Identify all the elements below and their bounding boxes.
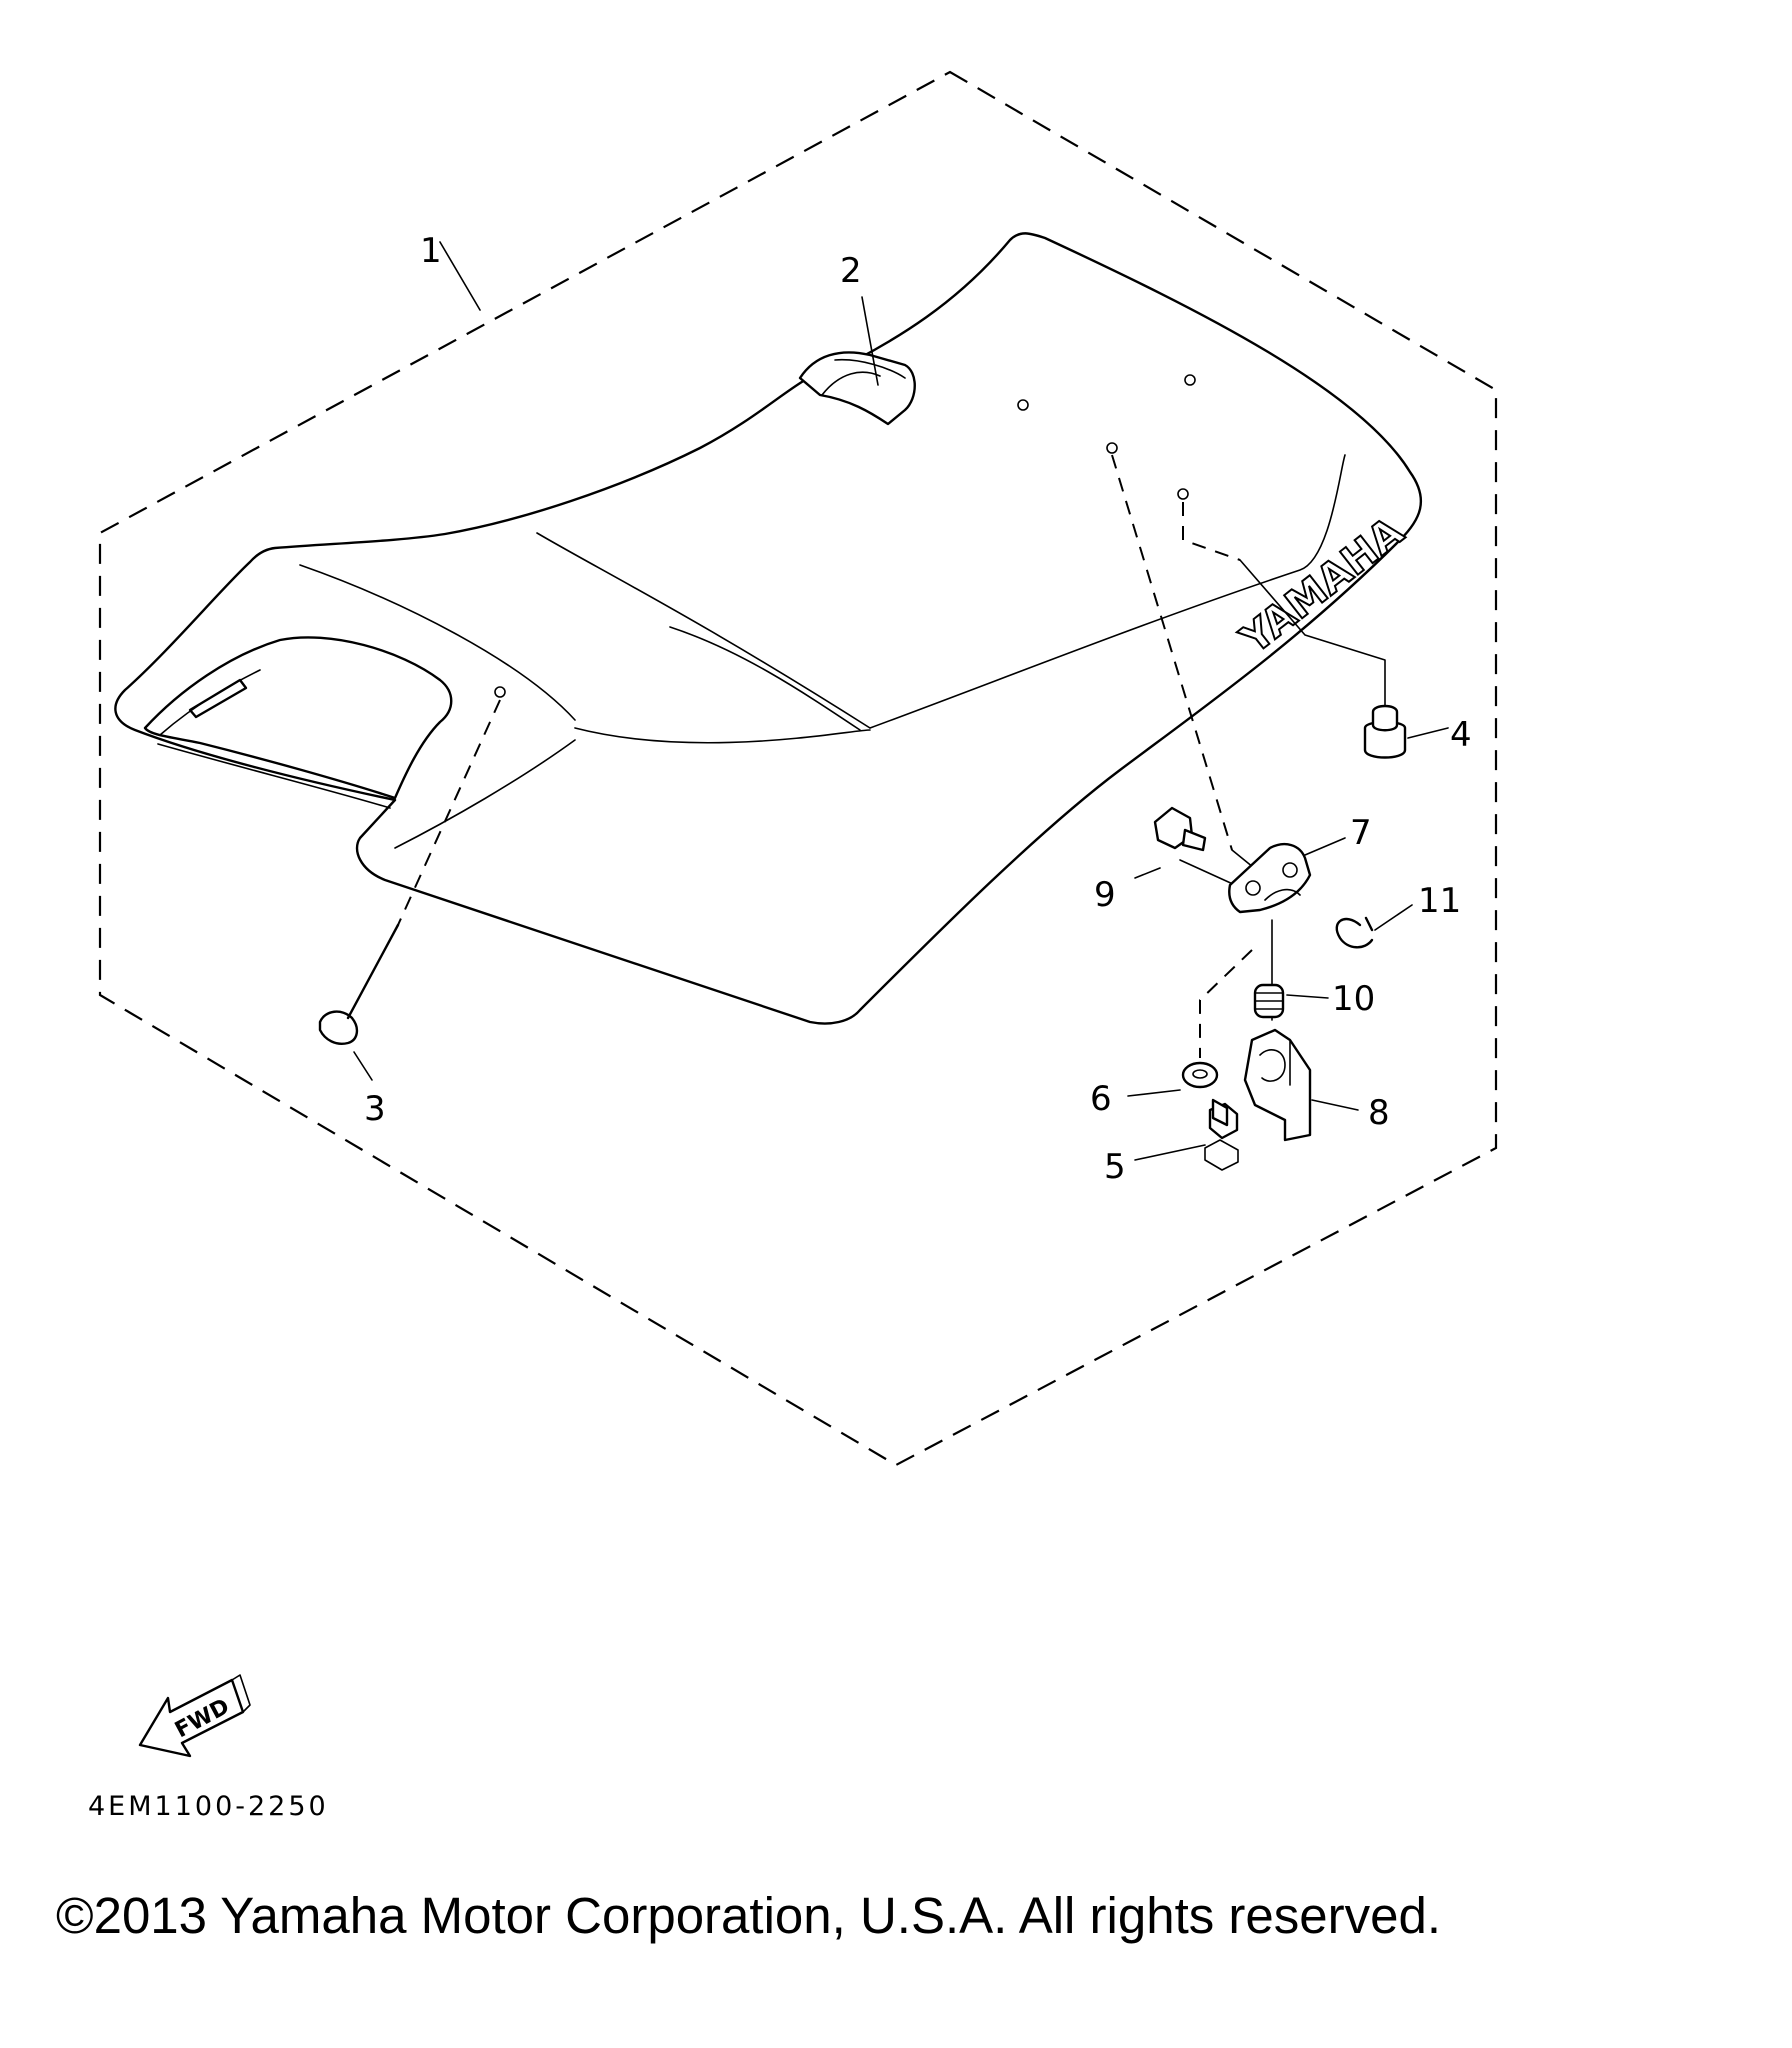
- lock-hook-part: [1243, 1028, 1312, 1142]
- callout-8: 8: [1368, 1093, 1390, 1133]
- lock-bracket-part: [1228, 843, 1312, 914]
- callout-3: 3: [364, 1089, 386, 1129]
- callout-10: 10: [1332, 979, 1375, 1019]
- callout-2: 2: [840, 251, 862, 291]
- callout-4: 4: [1450, 715, 1472, 755]
- callout-5: 5: [1104, 1147, 1126, 1187]
- callout-11: 11: [1418, 881, 1461, 921]
- grommet-part: [318, 923, 400, 1045]
- leader-lines: [353, 241, 1449, 1161]
- clip-part: [1335, 916, 1374, 949]
- spring-part: [1253, 983, 1285, 1019]
- copyright-notice: ©2013 Yamaha Motor Corporation, U.S.A. A…: [56, 1887, 1442, 1944]
- bolt-part: [1153, 806, 1207, 852]
- callouts: 1 2 3 4 5 6 7 8 9 10 11: [364, 231, 1472, 1187]
- diagram-code: 4EM1100-2250: [88, 1791, 329, 1822]
- callout-7: 7: [1350, 813, 1372, 853]
- damper-part: [1363, 704, 1407, 759]
- screw-part: [1204, 1098, 1239, 1171]
- callout-1: 1: [420, 231, 442, 271]
- seat: [114, 232, 1423, 1025]
- washer-part: [1181, 1061, 1219, 1089]
- callout-9: 9: [1094, 875, 1116, 915]
- callout-6: 6: [1090, 1079, 1112, 1119]
- seat-strap-cover: [798, 351, 916, 426]
- forward-arrow-icon: FWD: [138, 1674, 251, 1758]
